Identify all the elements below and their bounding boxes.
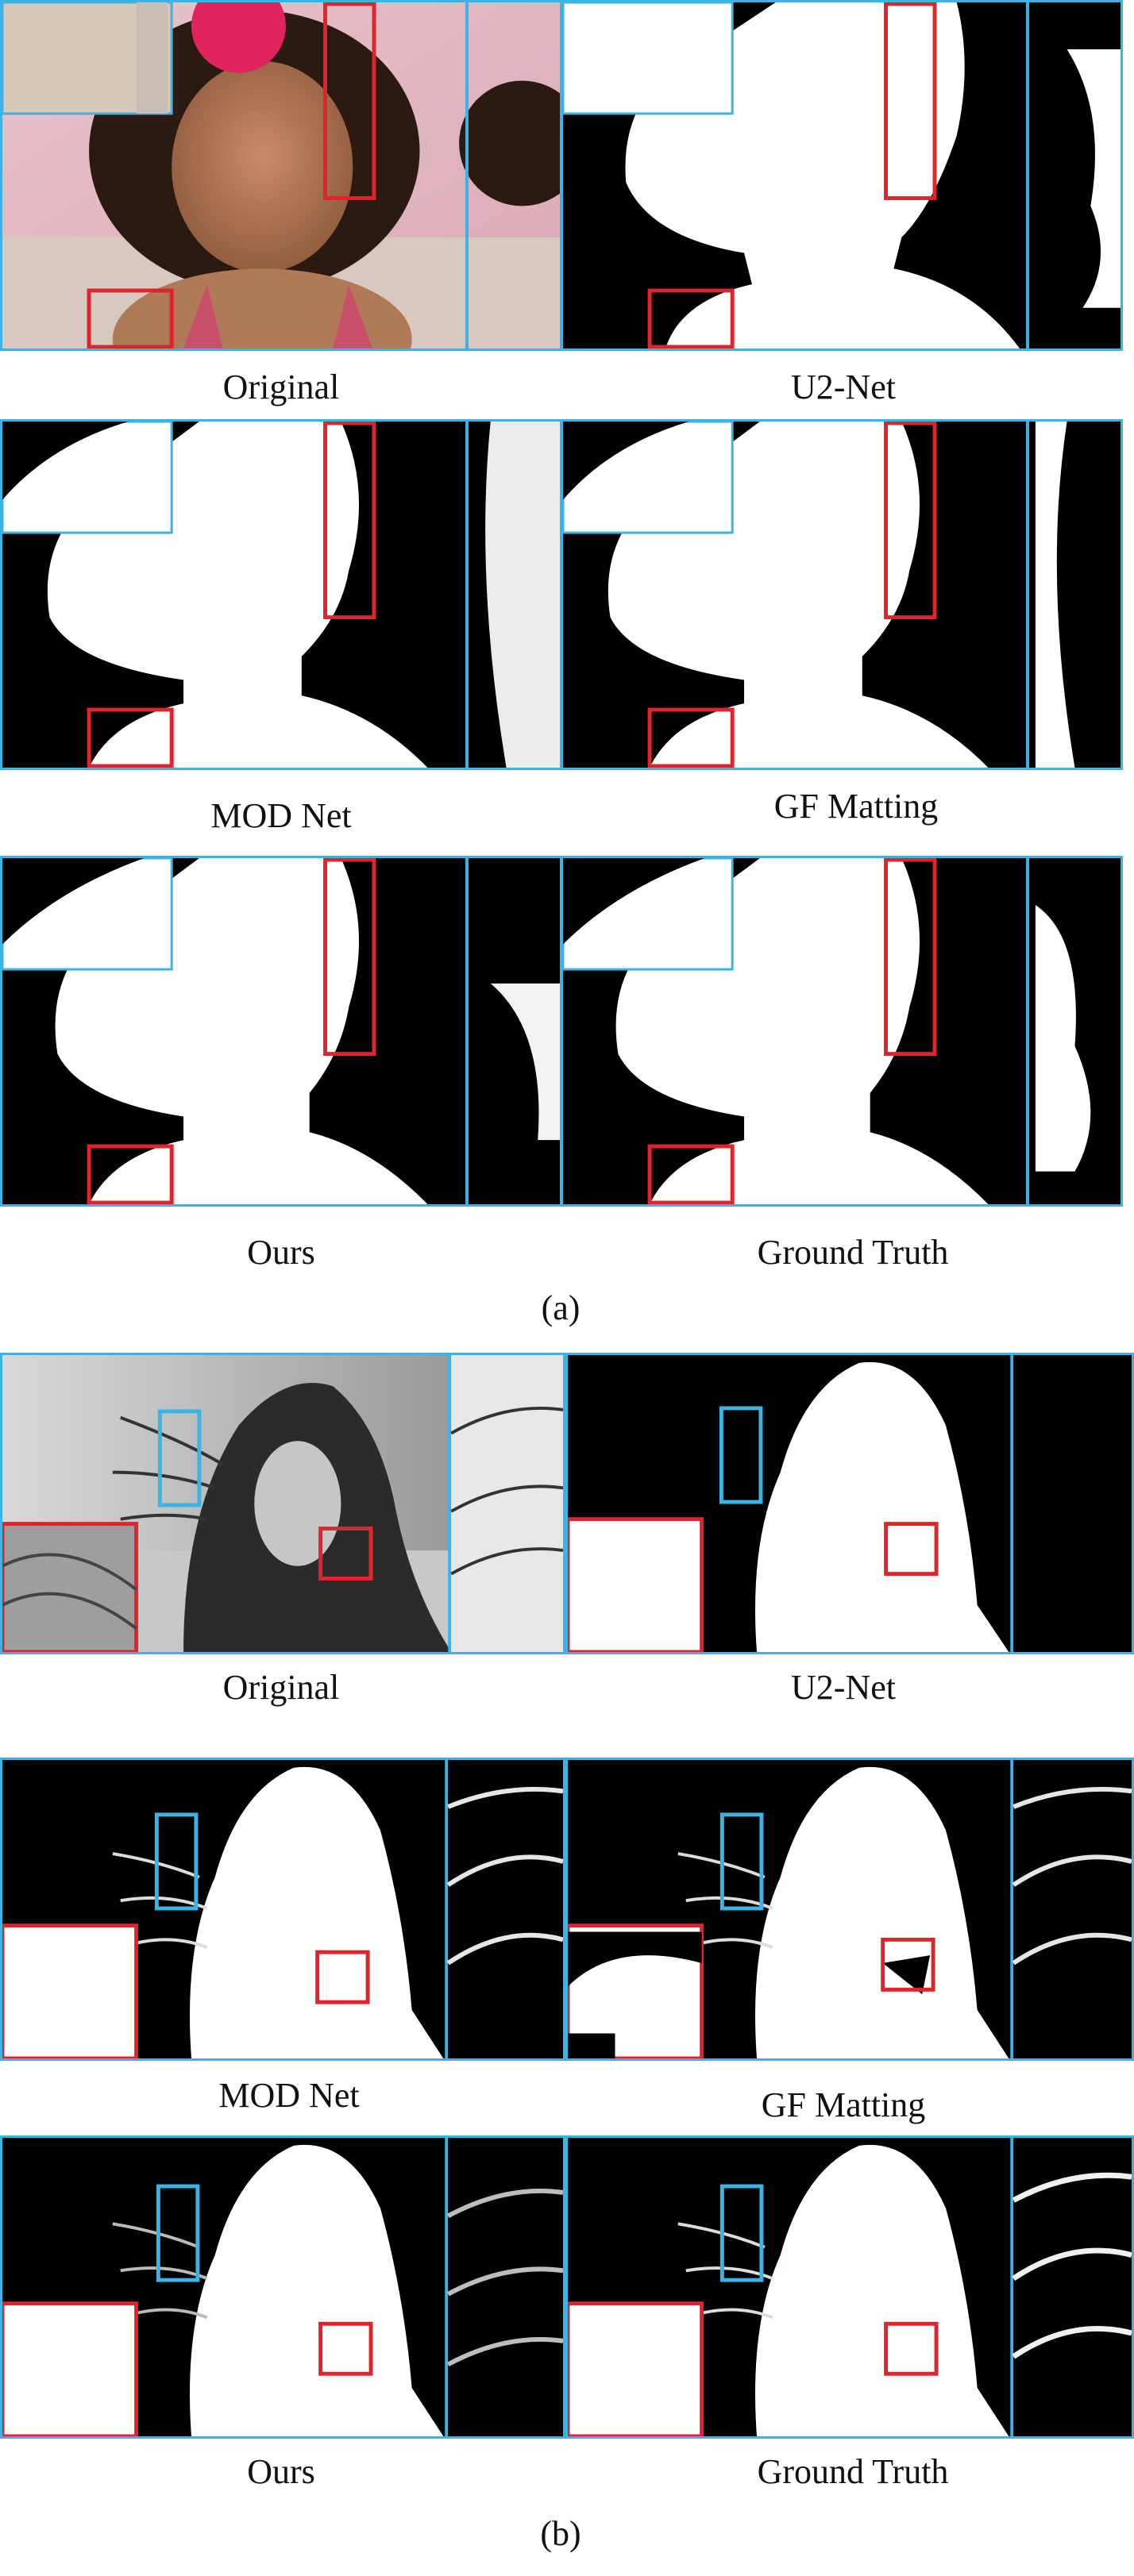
fig-a-caption-gfmatting: GF Matting xyxy=(773,787,939,826)
fig-b-modnet-panel xyxy=(0,1758,565,2061)
fig-b-u2net-panel xyxy=(565,1353,1134,1654)
fig-a-original-panel xyxy=(0,0,562,351)
fig-b-groundtruth-panel xyxy=(565,2135,1134,2439)
fig-b-caption-ours: Ours xyxy=(247,2452,315,2491)
fig-a-gfmatting-panel xyxy=(561,419,1123,770)
fig-b-caption-modnet: MOD Net xyxy=(218,2076,360,2115)
fig-b-ours-panel xyxy=(0,2135,565,2439)
fig-b-label: (b) xyxy=(540,2514,581,2553)
fig-a-modnet-panel xyxy=(0,419,562,770)
fig-b-caption-original: Original xyxy=(222,1668,340,1707)
fig-a-label: (a) xyxy=(541,1288,580,1327)
fig-a-caption-original: Original xyxy=(222,368,340,406)
fig-a-ours-panel xyxy=(0,856,562,1207)
fig-b-gfmatting-panel xyxy=(565,1758,1134,2061)
fig-b-caption-groundtruth: Ground Truth xyxy=(757,2452,949,2491)
fig-b-caption-gfmatting: GF Matting xyxy=(761,2085,926,2124)
fig-a-caption-ours: Ours xyxy=(247,1233,315,1272)
fig-b-original-panel xyxy=(0,1353,565,1654)
fig-a-u2net-panel xyxy=(561,0,1123,351)
fig-a-caption-modnet: MOD Net xyxy=(210,796,352,835)
fig-a-caption-u2net: U2-Net xyxy=(791,368,896,406)
fig-a-groundtruth-panel xyxy=(561,856,1123,1207)
fig-b-caption-u2net: U2-Net xyxy=(791,1668,896,1707)
fig-a-caption-groundtruth: Ground Truth xyxy=(757,1233,949,1272)
